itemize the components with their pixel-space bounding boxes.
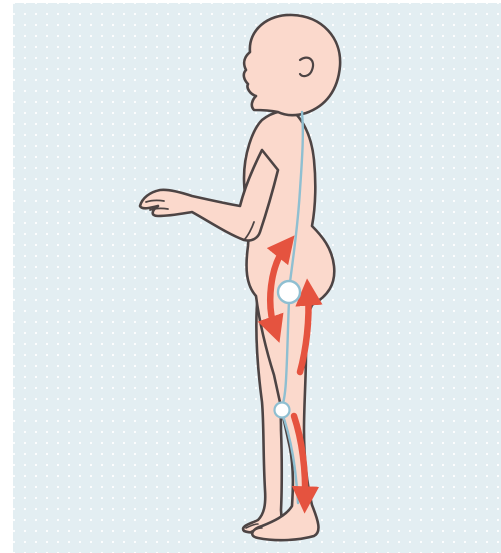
knee-joint-icon xyxy=(275,403,290,418)
hip-joint-icon xyxy=(278,281,300,303)
ear xyxy=(300,58,313,76)
head xyxy=(244,15,340,115)
